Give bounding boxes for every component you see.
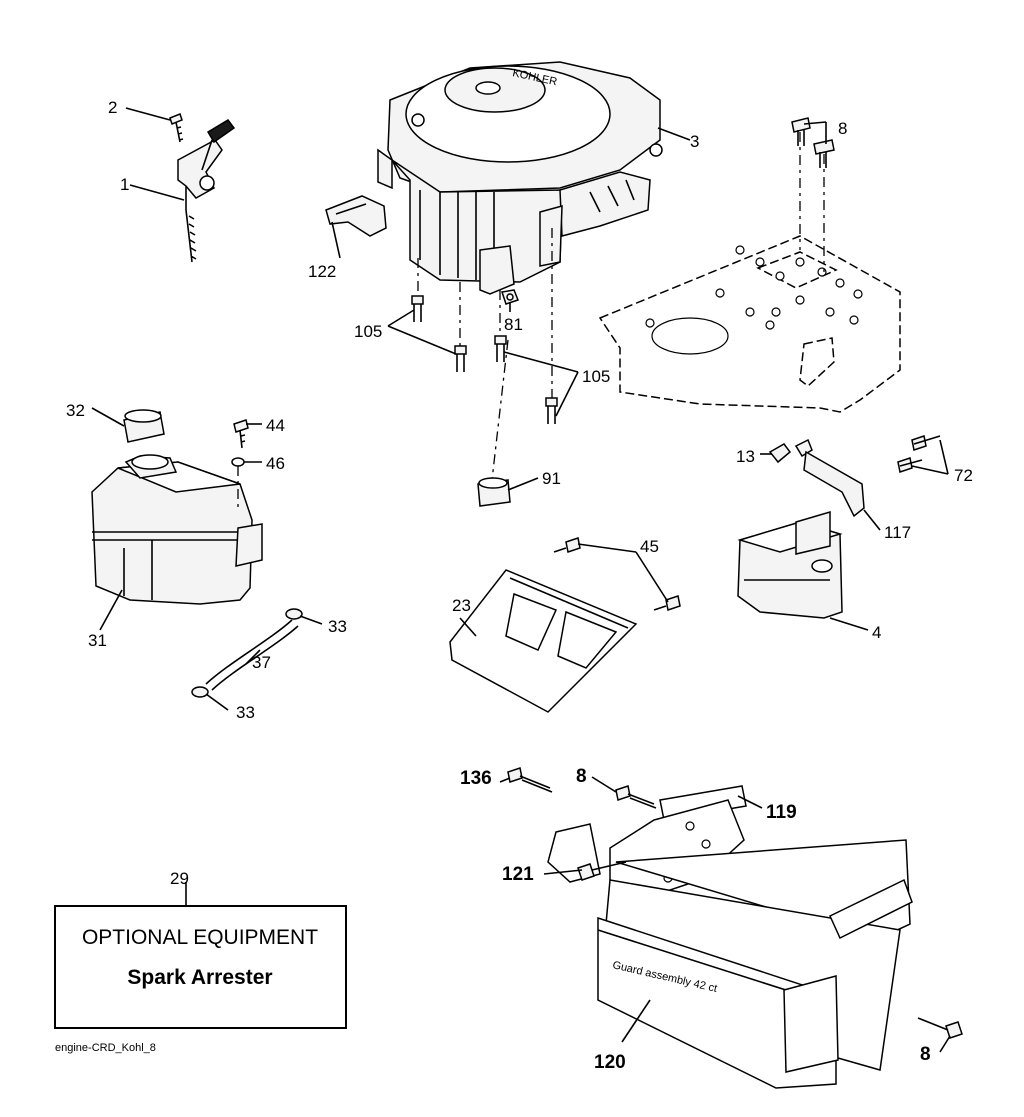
throttle-control bbox=[169, 113, 236, 263]
callout-117: 117 bbox=[884, 523, 911, 542]
callout-33-bottom: 33 bbox=[236, 703, 255, 722]
tractor-frame bbox=[598, 132, 901, 413]
callout-91: 91 bbox=[542, 469, 561, 488]
callout-105-right: 105 bbox=[582, 367, 610, 386]
callout-121: 121 bbox=[502, 864, 534, 885]
callout-33-top: 33 bbox=[328, 617, 347, 636]
part-122-shield bbox=[325, 195, 387, 237]
callout-31: 31 bbox=[88, 631, 107, 650]
callout-4: 4 bbox=[872, 623, 881, 642]
guard-assembly: Guard assembly 42 ct bbox=[507, 767, 963, 1089]
callout-45: 45 bbox=[640, 537, 659, 556]
callout-119: 119 bbox=[766, 802, 797, 823]
callout-3: 3 bbox=[690, 132, 699, 151]
frame-bolts bbox=[791, 117, 835, 168]
optional-equipment-box: OPTIONAL EQUIPMENT Spark Arrester bbox=[54, 905, 347, 1029]
callout-81: 81 bbox=[504, 315, 523, 334]
heat-shield bbox=[449, 537, 681, 713]
callout-105-left: 105 bbox=[354, 322, 382, 341]
leader-lines bbox=[91, 107, 951, 1053]
callout-23: 23 bbox=[452, 596, 471, 615]
callout-29: 29 bbox=[170, 869, 189, 888]
callout-2: 2 bbox=[108, 98, 117, 117]
optional-equipment-title: OPTIONAL EQUIPMENT bbox=[82, 926, 318, 949]
drawing-code: engine-CRD_Kohl_8 bbox=[55, 1042, 156, 1054]
callout-13: 13 bbox=[736, 447, 755, 466]
callout-46: 46 bbox=[266, 454, 285, 473]
muffler-assembly bbox=[737, 435, 941, 619]
callout-136: 136 bbox=[460, 768, 492, 789]
engine-mount-hardware bbox=[411, 228, 558, 507]
callout-120: 120 bbox=[594, 1052, 626, 1073]
callout-8-guard-right: 8 bbox=[920, 1044, 931, 1065]
spark-arrester-label: Spark Arrester bbox=[127, 966, 272, 989]
callout-122: 122 bbox=[308, 262, 336, 281]
callouts: 1 2 3 8 122 105 81 105 91 32 44 46 31 33… bbox=[66, 98, 973, 1073]
callout-37: 37 bbox=[252, 653, 271, 672]
callout-1: 1 bbox=[120, 175, 129, 194]
callout-44: 44 bbox=[266, 416, 285, 435]
fuel-tank-assembly bbox=[91, 409, 303, 698]
callout-8-guard-top: 8 bbox=[576, 766, 587, 787]
callout-8-frame: 8 bbox=[838, 119, 847, 138]
callout-72: 72 bbox=[954, 466, 973, 485]
engine: KOHLER bbox=[377, 61, 663, 295]
callout-32: 32 bbox=[66, 401, 85, 420]
